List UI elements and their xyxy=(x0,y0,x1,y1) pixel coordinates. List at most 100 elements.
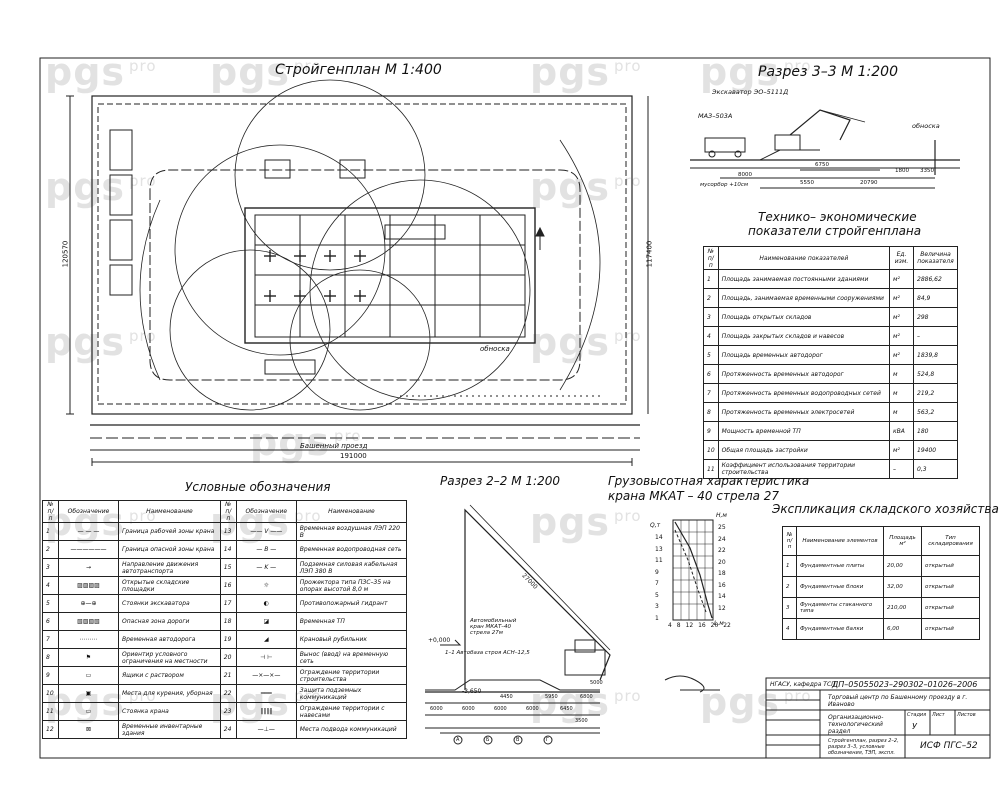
hatch-symbol: ▨▨▨▨ xyxy=(58,576,119,595)
stamp-object: Торговый центр по Башенному проезду в г.… xyxy=(828,694,968,708)
stamp-stage: У xyxy=(912,722,917,731)
crane-chart-title: Грузовысотная характеристика xyxy=(608,474,810,488)
flag-symbol: ⚑ xyxy=(58,648,119,667)
line-symbol: — K — xyxy=(235,558,297,577)
excavator-symbol: ⊕—⊕ xyxy=(58,594,119,613)
y-left-label: Q,т xyxy=(650,522,661,529)
road-label: Башенный проезд xyxy=(300,442,368,450)
section-dim: 6000 xyxy=(462,706,475,712)
dim-right: 117400 xyxy=(645,240,654,268)
col-header: Величина показателя xyxy=(913,246,958,270)
line-symbol: ⊣ ⊢ xyxy=(235,648,297,667)
fence-symbol: ‖‖‖‖ xyxy=(235,702,297,721)
section-dim: 20790 xyxy=(860,180,878,186)
level-mark: -3,650 xyxy=(462,688,482,695)
tep-table: № п/п Наименование показателей Ед. изм. … xyxy=(703,246,958,479)
section-level: мусорбор +10см xyxy=(700,182,749,188)
tep-subtitle: показатели стройгенплана xyxy=(748,224,922,238)
col-header: Ед. изм. xyxy=(889,246,914,270)
road-symbol: ⋯⋯⋯ xyxy=(58,630,119,649)
line-symbol: —— V —— xyxy=(235,522,297,541)
x-label: L,м xyxy=(714,620,724,627)
tep-title: Технико– экономические xyxy=(758,210,917,224)
fence-symbol: —×—×— xyxy=(235,666,297,685)
table-row: 8⚑Ориентир условного ограничения на мест… xyxy=(42,648,408,667)
stamp-code: ДП–05055023–290302–01026–2006 xyxy=(832,680,978,689)
box-symbol: ▭ xyxy=(58,666,119,685)
stamp-sheet-title: Организационно-технологический раздел xyxy=(828,714,884,735)
section-dim: 6450 xyxy=(560,706,573,712)
section-dim: 5950 xyxy=(545,694,558,700)
section-dim: 6000 xyxy=(430,706,443,712)
hatch-symbol: ▧▧▧▧ xyxy=(58,612,119,631)
legend-title: Условные обозначения xyxy=(185,480,331,494)
section-dim: 6750 xyxy=(815,162,829,168)
line-symbol: — — — xyxy=(58,522,119,541)
lamp-symbol: ☼ xyxy=(235,576,297,595)
line-symbol: —⊥— xyxy=(235,720,297,739)
crane-symbol: ▭ xyxy=(58,702,119,721)
section-dim: 1800 xyxy=(895,168,909,174)
axis-label: А xyxy=(456,737,460,743)
section-fence-label: обноска xyxy=(912,122,940,130)
section-dim: 4450 xyxy=(500,694,513,700)
stamp-content: Стройгенплан, разрез 2–2, разрез 3–3, ус… xyxy=(828,738,899,756)
axis-label: Г xyxy=(546,737,550,743)
line-symbol: — B — xyxy=(235,540,297,559)
section-dim: 6800 xyxy=(580,694,593,700)
arrow-symbol: → xyxy=(58,558,119,577)
section-dim: 6000 xyxy=(494,706,507,712)
x-ticks: 4 8 12 16 20 22 xyxy=(668,622,731,629)
line-symbol: —————— xyxy=(58,540,119,559)
section-dim: 5550 xyxy=(800,180,814,186)
stamp-group: ИСФ ПГС–52 xyxy=(920,741,978,751)
dim-left: 120570 xyxy=(61,240,70,268)
site-plan-title: Стройгенплан М 1:400 xyxy=(275,62,442,78)
axis-label: В xyxy=(516,737,520,743)
section-dim: 6000 xyxy=(526,706,539,712)
section-dim: 3500 xyxy=(575,718,588,724)
road-section-label: 1–1 Автобаза строя АСН–12,5 xyxy=(445,650,530,656)
section-dim: 5000 xyxy=(590,680,603,686)
switch-symbol: ◢ xyxy=(235,630,297,649)
dim-bottom: 191000 xyxy=(340,452,367,460)
stamp-org: НГАСУ, кафедра ТСП xyxy=(770,681,836,688)
section-dim: 8000 xyxy=(738,172,752,178)
fence-label: обноска xyxy=(480,345,510,353)
level-mark: +0,000 xyxy=(428,637,451,644)
stamp-sheet-label: Лист xyxy=(932,712,945,718)
y-right-label: Н,м xyxy=(716,512,727,519)
section-22-title: Разрез 2–2 М 1:200 xyxy=(440,474,560,488)
